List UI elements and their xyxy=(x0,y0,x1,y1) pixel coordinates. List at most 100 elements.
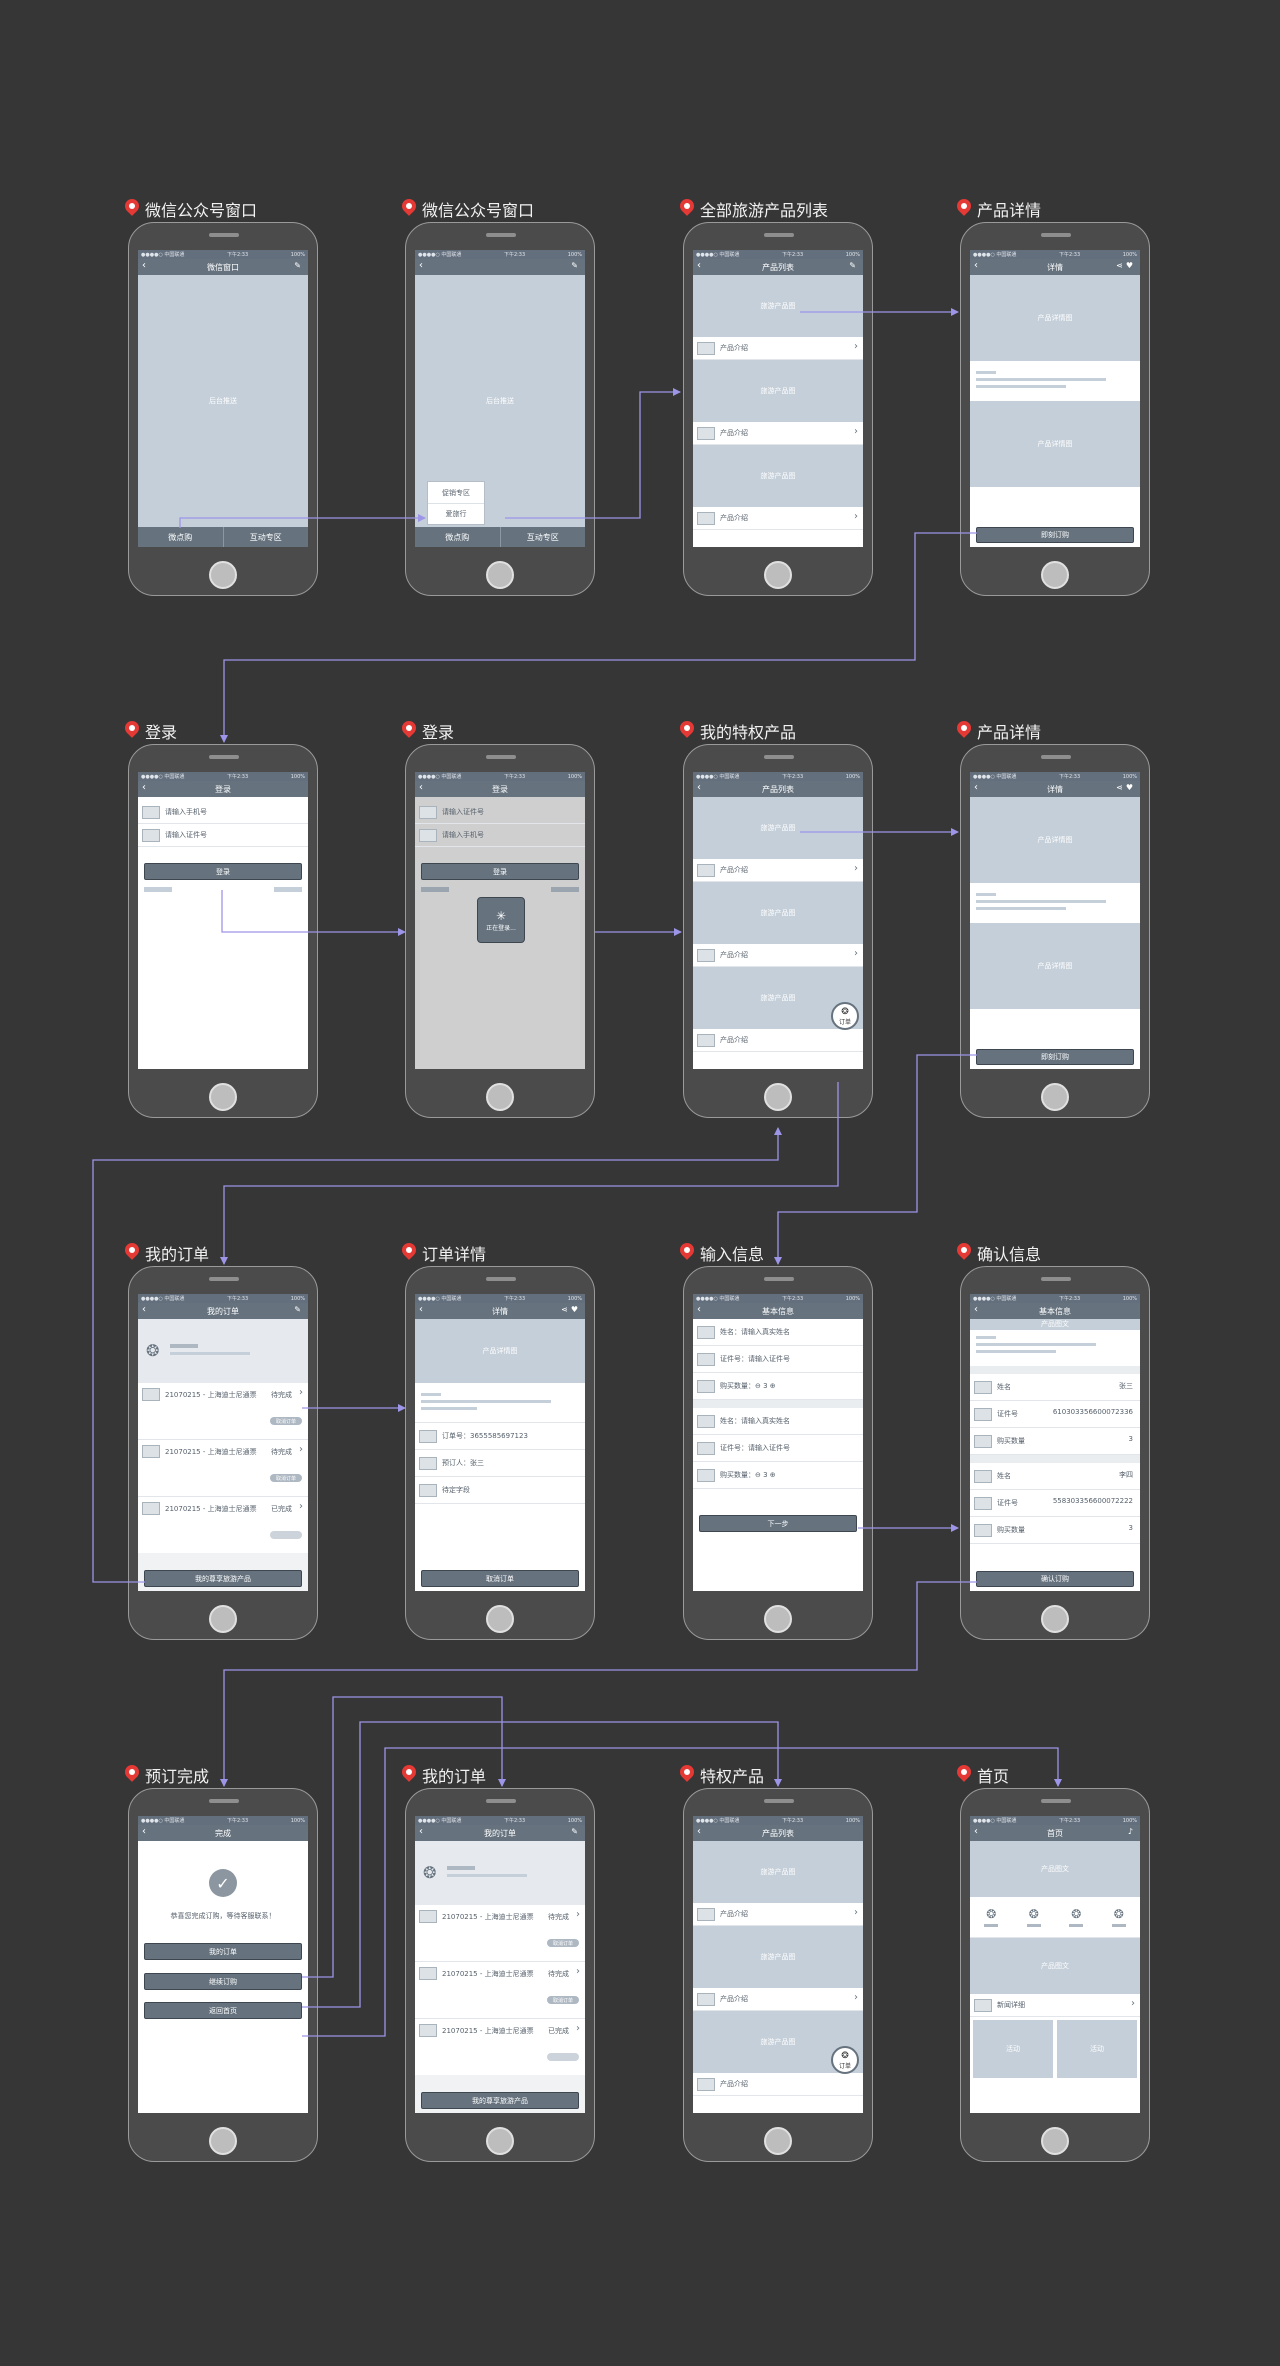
share-heart-icons[interactable]: ⋖♥ xyxy=(1116,261,1136,270)
list-item[interactable]: 产品介绍› xyxy=(693,507,863,530)
list-item[interactable]: 产品介绍› xyxy=(693,859,863,882)
home-button[interactable] xyxy=(209,1083,237,1111)
id-field[interactable]: 请输入证件号 xyxy=(415,801,585,824)
register-link[interactable] xyxy=(551,887,579,892)
tab-interaction[interactable]: 互动专区 xyxy=(249,532,282,542)
bell-icon[interactable]: ♪ xyxy=(1127,1827,1136,1836)
tab-micro-buy[interactable]: 微点购 xyxy=(138,527,224,547)
home-button[interactable] xyxy=(764,1605,792,1633)
login-button[interactable]: 登录 xyxy=(421,863,579,880)
home-button[interactable] xyxy=(209,2127,237,2155)
list-item[interactable]: 产品介绍 xyxy=(693,1029,863,1052)
my-exclusive-products-button[interactable]: 我的尊享旅游产品 xyxy=(421,2092,579,2109)
cancel-order-button[interactable]: 取消订单 xyxy=(421,1570,579,1587)
product-image[interactable]: 旅游产品图 xyxy=(693,797,863,859)
confirm-order-button[interactable]: 确认订购 xyxy=(976,1571,1134,1587)
my-orders-button[interactable]: 我的订单 xyxy=(144,1943,302,1960)
home-button[interactable] xyxy=(764,2127,792,2155)
cancel-order-pill[interactable]: 取消订单 xyxy=(547,1939,579,1947)
back-icon[interactable]: ‹ xyxy=(974,1826,978,1837)
banner-image[interactable]: 产品图文 xyxy=(970,1841,1140,1897)
back-icon[interactable]: ‹ xyxy=(419,1826,423,1837)
menu-item-travel[interactable]: 爱旅行 xyxy=(445,510,467,518)
entry-item[interactable]: ❂ xyxy=(1111,1907,1126,1927)
cancel-order-pill[interactable]: 取消订单 xyxy=(547,1996,579,2004)
home-button[interactable] xyxy=(486,2127,514,2155)
order-item[interactable]: 21070215 - 上海迪士尼通票已完成› xyxy=(415,2019,585,2075)
entry-item[interactable]: ❂ xyxy=(984,1907,999,1927)
list-item[interactable]: 产品介绍› xyxy=(693,422,863,445)
home-button[interactable] xyxy=(486,1083,514,1111)
product-image[interactable]: 旅游产品图 xyxy=(693,1926,863,1988)
home-button[interactable] xyxy=(1041,1083,1069,1111)
back-icon[interactable]: ‹ xyxy=(142,260,146,271)
name-field[interactable]: 姓名：请输入真实姓名 xyxy=(693,1319,863,1346)
back-home-button[interactable]: 返回首页 xyxy=(144,2002,302,2019)
edit-icon[interactable]: ✎ xyxy=(571,261,581,270)
back-icon[interactable]: ‹ xyxy=(142,1304,146,1315)
continue-order-button[interactable]: 继续订购 xyxy=(144,1973,302,1990)
home-button[interactable] xyxy=(209,561,237,589)
forgot-link[interactable] xyxy=(144,887,172,892)
home-button[interactable] xyxy=(486,1605,514,1633)
home-button[interactable] xyxy=(764,561,792,589)
entry-item[interactable]: ❂ xyxy=(1069,1907,1084,1927)
phone-field[interactable]: 请输入手机号 xyxy=(138,801,308,824)
product-image[interactable]: 旅游产品图 xyxy=(693,445,863,507)
phone-field[interactable]: 请输入手机号 xyxy=(415,824,585,847)
back-icon[interactable]: ‹ xyxy=(419,260,423,271)
back-icon[interactable]: ‹ xyxy=(142,782,146,793)
list-item[interactable]: 产品介绍› xyxy=(693,1988,863,2011)
order-float-button[interactable]: ❂订单 xyxy=(831,2046,859,2074)
my-exclusive-products-button[interactable]: 我的尊享旅游产品 xyxy=(144,1570,302,1587)
order-item[interactable]: 21070215 - 上海迪士尼通票已完成› xyxy=(138,1497,308,1553)
tab-interaction[interactable]: 互动专区 xyxy=(526,532,559,542)
back-icon[interactable]: ‹ xyxy=(697,1826,701,1837)
menu-item-promo[interactable]: 促销专区 xyxy=(428,482,484,504)
order-item[interactable]: 21070215 - 上海迪士尼通票待完成› 取消订单 xyxy=(415,1962,585,2019)
next-step-button[interactable]: 下一步 xyxy=(699,1515,857,1532)
name-field[interactable]: 姓名：请输入真实姓名 xyxy=(693,1408,863,1435)
list-item[interactable]: 产品介绍› xyxy=(693,1903,863,1926)
back-icon[interactable]: ‹ xyxy=(697,1304,701,1315)
home-button[interactable] xyxy=(486,561,514,589)
list-item[interactable]: 产品介绍 xyxy=(693,2073,863,2096)
back-icon[interactable]: ‹ xyxy=(974,260,978,271)
tab-micro-buy[interactable]: 微点购 xyxy=(415,527,501,547)
entry-item[interactable]: ❂ xyxy=(1026,1907,1041,1927)
back-icon[interactable]: ‹ xyxy=(419,782,423,793)
banner-image[interactable]: 产品图文 xyxy=(970,1938,1140,1994)
edit-icon[interactable]: ✎ xyxy=(294,1305,304,1314)
activity-tile[interactable]: 活动 xyxy=(973,2020,1053,2078)
list-item[interactable]: 产品介绍› xyxy=(693,337,863,360)
order-item[interactable]: 21070215 - 上海迪士尼通票待完成› 取消订单 xyxy=(138,1383,308,1440)
back-icon[interactable]: ‹ xyxy=(142,1826,146,1837)
back-icon[interactable]: ‹ xyxy=(974,1304,978,1315)
forgot-link[interactable] xyxy=(421,887,449,892)
list-item[interactable]: 产品介绍› xyxy=(693,944,863,967)
back-icon[interactable]: ‹ xyxy=(697,260,701,271)
back-icon[interactable]: ‹ xyxy=(697,782,701,793)
edit-icon[interactable]: ✎ xyxy=(294,261,304,270)
order-float-button[interactable]: ❂订单 xyxy=(831,1002,859,1030)
product-image[interactable]: 旅游产品图 xyxy=(693,1841,863,1903)
product-image[interactable]: 旅游产品图 xyxy=(693,360,863,422)
order-now-button[interactable]: 即刻订购 xyxy=(976,1049,1134,1065)
login-button[interactable]: 登录 xyxy=(144,863,302,880)
home-button[interactable] xyxy=(1041,1605,1069,1633)
home-button[interactable] xyxy=(764,1083,792,1111)
share-heart-icons[interactable]: ⋖♥ xyxy=(1116,783,1136,792)
product-image[interactable]: 旅游产品图 xyxy=(693,275,863,337)
order-item[interactable]: 21070215 - 上海迪士尼通票待完成› 取消订单 xyxy=(415,1905,585,1962)
back-icon[interactable]: ‹ xyxy=(419,1304,423,1315)
cancel-order-pill[interactable]: 取消订单 xyxy=(270,1417,302,1425)
back-icon[interactable]: ‹ xyxy=(974,782,978,793)
quantity-stepper[interactable]: 购买数量：⊖ 3 ⊕ xyxy=(693,1373,863,1400)
home-button[interactable] xyxy=(209,1605,237,1633)
home-button[interactable] xyxy=(1041,2127,1069,2155)
id-field[interactable]: 证件号：请输入证件号 xyxy=(693,1435,863,1462)
share-heart-icons[interactable]: ⋖♥ xyxy=(561,1305,581,1314)
edit-icon[interactable]: ✎ xyxy=(849,261,859,270)
news-item[interactable]: 新闻详细› xyxy=(970,1994,1140,2017)
cancel-order-pill[interactable]: 取消订单 xyxy=(270,1474,302,1482)
